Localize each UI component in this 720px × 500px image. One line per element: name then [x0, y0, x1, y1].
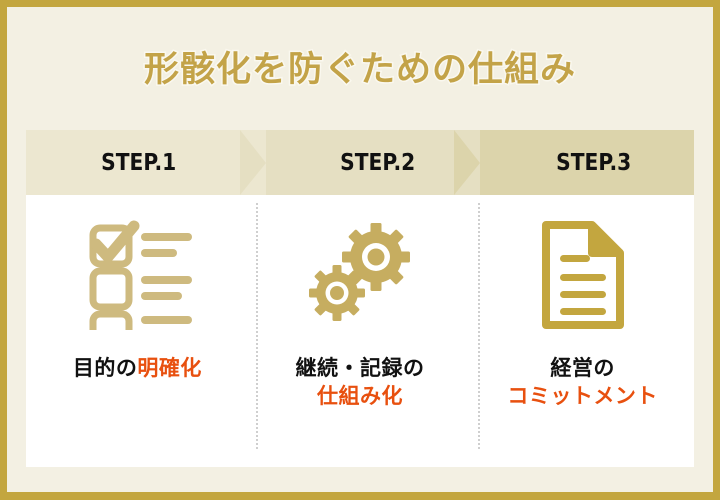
- checklist-icon: [89, 220, 193, 330]
- step-3-header-label: STEP.3: [556, 149, 632, 176]
- step-column-1: 目的の明確化: [26, 195, 249, 467]
- step-3-caption-line-1: 経営の: [550, 356, 615, 380]
- step-1-caption-plain: 目的の: [72, 356, 138, 380]
- step-3-icon-container: [534, 195, 632, 355]
- step-header-bar: STEP.1 STEP.2 STEP.3: [26, 130, 694, 195]
- step-1-icon-container: [78, 195, 196, 355]
- step-column-3: 経営の コミットメント: [471, 195, 694, 467]
- step-1-caption-line-1: 目的の明確化: [73, 355, 202, 383]
- step-2-caption: 継続・記録の 仕組み化: [296, 355, 425, 410]
- step-2-icon-container: [300, 195, 420, 355]
- step-2-caption-line-2: 仕組み化: [317, 383, 403, 408]
- step-column-2: 継続・記録の 仕組み化: [249, 195, 472, 467]
- title-container: 形骸化を防ぐための仕組み: [7, 31, 713, 101]
- document-icon: [541, 221, 624, 329]
- page-title: 形骸化を防ぐための仕組み: [142, 48, 576, 91]
- steps-panel: STEP.1 STEP.2 STEP.3: [26, 130, 694, 467]
- step-1-caption: 目的の明確化: [73, 355, 202, 383]
- step-2-header-label: STEP.2: [340, 149, 416, 176]
- step-3-caption-line-2: コミットメント: [507, 383, 658, 408]
- step-chevron-1[interactable]: STEP.1: [26, 130, 266, 195]
- column-divider-2: [478, 203, 480, 449]
- step-1-caption-highlight: 明確化: [137, 356, 202, 380]
- step-3-caption: 経営の コミットメント: [507, 355, 658, 410]
- gears-icon: [309, 223, 410, 321]
- step-chevron-3[interactable]: STEP.3: [454, 130, 694, 195]
- column-divider-1: [256, 203, 258, 449]
- step-2-caption-line-1: 継続・記録の: [295, 356, 425, 380]
- step-1-header-label: STEP.1: [101, 149, 177, 176]
- step-chevron-2[interactable]: STEP.2: [240, 130, 480, 195]
- step-body-row: 目的の明確化: [26, 195, 694, 467]
